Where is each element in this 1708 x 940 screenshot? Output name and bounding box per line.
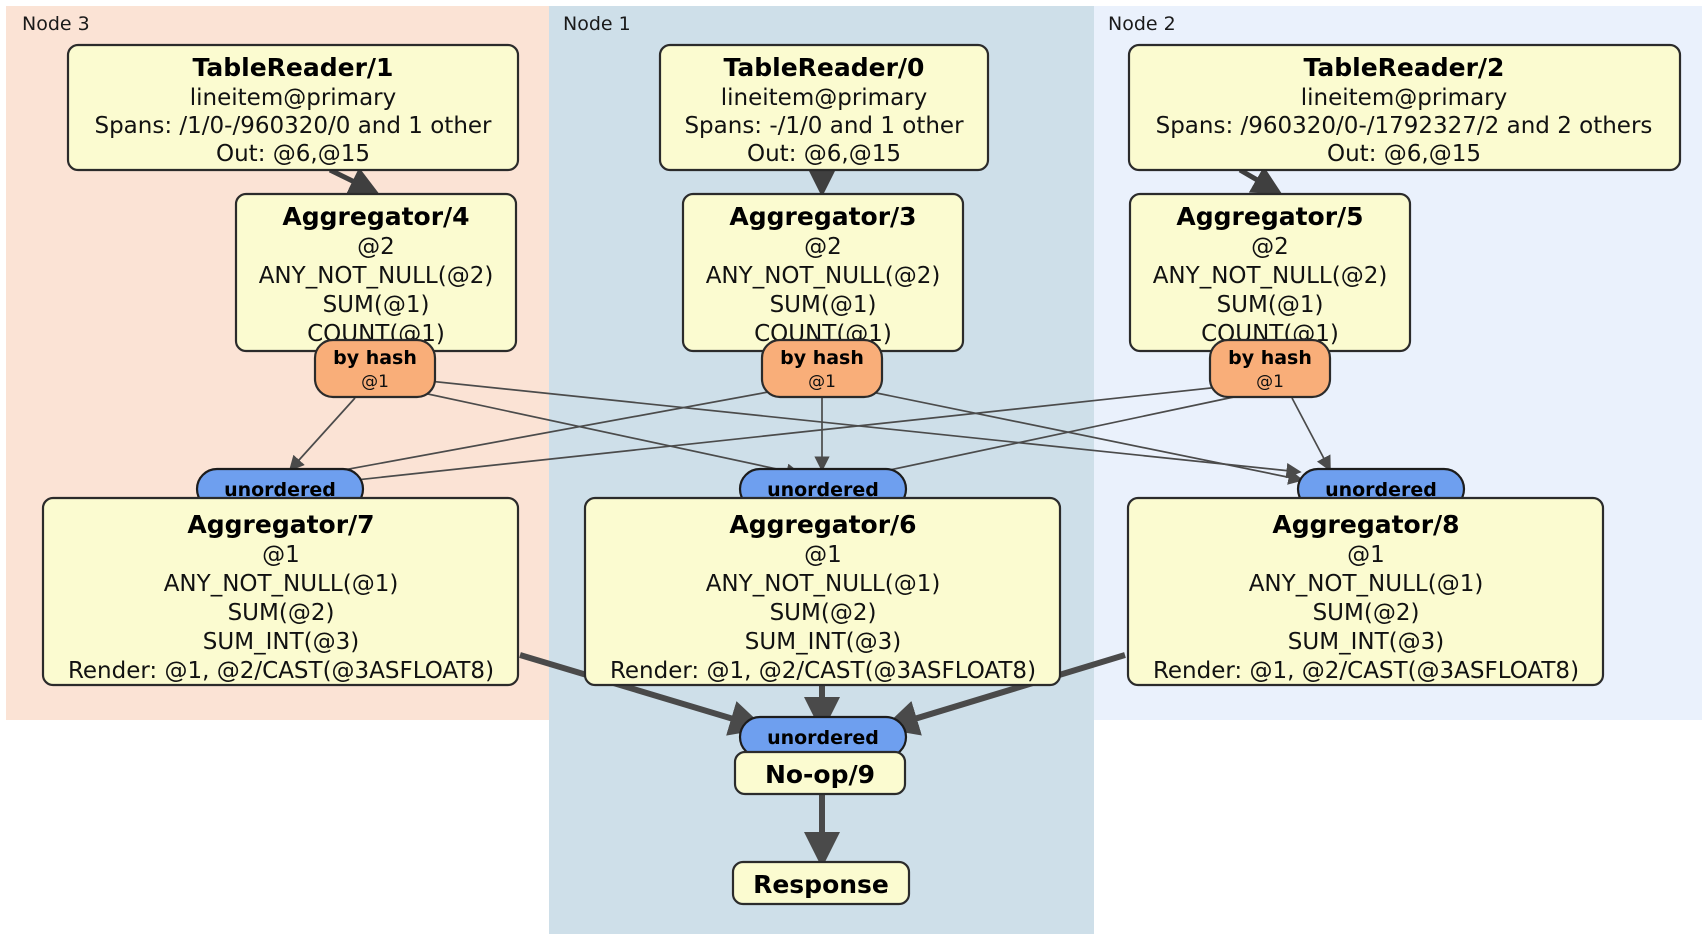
processor-title: No-op/9 bbox=[765, 760, 875, 789]
badge-label: by hash bbox=[1228, 347, 1312, 369]
processor-box bbox=[1127, 43, 1682, 172]
processor-line: SUM_INT(@3) bbox=[1288, 629, 1444, 655]
badge-by-hash-left[interactable]: by hash @1 bbox=[313, 338, 437, 399]
processor-line: ANY_NOT_NULL(@1) bbox=[706, 571, 941, 597]
processor-title: Aggregator/7 bbox=[187, 510, 374, 539]
processor-aggregator-7[interactable]: Aggregator/7 @1 ANY_NOT_NULL(@1) SUM(@2)… bbox=[41, 496, 520, 687]
badge-unordered-final[interactable]: unordered bbox=[738, 715, 908, 759]
processor-line: @2 bbox=[804, 234, 842, 260]
processor-box bbox=[733, 750, 907, 796]
processor-line: SUM(@2) bbox=[228, 600, 335, 626]
badge-label: by hash bbox=[780, 347, 864, 369]
processor-title: Aggregator/4 bbox=[282, 202, 469, 231]
processor-title: Response bbox=[753, 870, 889, 899]
processor-box bbox=[66, 43, 520, 172]
processor-box bbox=[731, 860, 911, 906]
processor-line: ANY_NOT_NULL(@2) bbox=[259, 263, 494, 289]
edge-hash-left-to-unordered-right bbox=[399, 377, 1302, 479]
badge-label: by hash bbox=[333, 347, 417, 369]
processor-line: SUM(@2) bbox=[1313, 600, 1420, 626]
panel-label-node-1: Node 1 bbox=[563, 13, 631, 35]
processor-aggregator-5[interactable]: Aggregator/5 @2 ANY_NOT_NULL(@2) SUM(@1)… bbox=[1128, 192, 1412, 353]
processor-line: ANY_NOT_NULL(@1) bbox=[1249, 571, 1484, 597]
processor-line: @1 bbox=[1347, 542, 1385, 568]
badge-sublabel: @1 bbox=[361, 372, 389, 392]
edge-tablereader1-aggregator4 bbox=[328, 167, 380, 195]
processor-title: TableReader/0 bbox=[724, 53, 925, 82]
processor-aggregator-3[interactable]: Aggregator/3 @2 ANY_NOT_NULL(@2) SUM(@1)… bbox=[681, 192, 965, 353]
processor-line: ANY_NOT_NULL(@2) bbox=[706, 263, 941, 289]
badge-sublabel: @1 bbox=[808, 372, 836, 392]
badge-sublabel: @1 bbox=[1256, 372, 1284, 392]
processor-line: ANY_NOT_NULL(@1) bbox=[164, 571, 399, 597]
edge-hash-left-to-unordered-left bbox=[288, 397, 356, 472]
processor-title: Aggregator/3 bbox=[729, 202, 916, 231]
processor-box bbox=[41, 496, 520, 687]
badge-shape bbox=[313, 338, 437, 399]
processor-line: Spans: /960320/0-/1792327/2 and 2 others bbox=[1156, 113, 1653, 139]
processor-aggregator-4[interactable]: Aggregator/4 @2 ANY_NOT_NULL(@2) SUM(@1)… bbox=[234, 192, 518, 353]
edge-hash-right-to-unordered-mid bbox=[850, 393, 1249, 483]
processor-line: lineitem@primary bbox=[1301, 85, 1507, 111]
processor-line: @1 bbox=[262, 542, 300, 568]
processor-box bbox=[1126, 496, 1605, 687]
edge-hash-right-to-unordered-left bbox=[298, 383, 1249, 493]
processor-tablereader-0[interactable]: TableReader/0 lineitem@primary Spans: -/… bbox=[658, 43, 990, 172]
badge-by-hash-mid[interactable]: by hash @1 bbox=[760, 338, 884, 399]
processor-line: @2 bbox=[357, 234, 395, 260]
processor-line: SUM_INT(@3) bbox=[745, 629, 901, 655]
processor-line: SUM_INT(@3) bbox=[203, 629, 359, 655]
badge-label: unordered bbox=[224, 479, 336, 501]
processor-no-op-9[interactable]: No-op/9 bbox=[733, 750, 907, 796]
processor-title: Aggregator/6 bbox=[729, 510, 916, 539]
processor-tablereader-2[interactable]: TableReader/2 lineitem@primary Spans: /9… bbox=[1127, 43, 1682, 172]
processor-title: TableReader/2 bbox=[1304, 53, 1505, 82]
processor-box bbox=[658, 43, 990, 172]
badge-label: unordered bbox=[767, 479, 879, 501]
badge-shape bbox=[1208, 338, 1332, 399]
edge-aggregator8-to-final bbox=[882, 652, 1126, 736]
processor-line: Out: @6,@15 bbox=[1327, 141, 1481, 167]
processor-line: SUM(@1) bbox=[770, 292, 877, 318]
processor-line: SUM(@1) bbox=[1217, 292, 1324, 318]
processor-line: @2 bbox=[1251, 234, 1289, 260]
processor-aggregator-8[interactable]: Aggregator/8 @1 ANY_NOT_NULL(@1) SUM(@2)… bbox=[1126, 496, 1605, 687]
processor-line: Render: @1, @2/CAST(@3ASFLOAT8) bbox=[610, 658, 1036, 684]
processor-line: SUM(@2) bbox=[770, 600, 877, 626]
edge-aggregator7-to-final bbox=[519, 652, 766, 736]
edge-hash-left-to-unordered-mid bbox=[399, 387, 802, 479]
processor-tablereader-1[interactable]: TableReader/1 lineitem@primary Spans: /1… bbox=[66, 43, 520, 172]
badge-by-hash-right[interactable]: by hash @1 bbox=[1208, 338, 1332, 399]
processor-line: lineitem@primary bbox=[190, 85, 396, 111]
processor-line: SUM(@1) bbox=[323, 292, 430, 318]
badge-label: unordered bbox=[1325, 479, 1437, 501]
processor-aggregator-6[interactable]: Aggregator/6 @1 ANY_NOT_NULL(@1) SUM(@2)… bbox=[583, 496, 1062, 687]
edge-tablereader2-aggregator5 bbox=[1238, 166, 1283, 195]
processor-line: Out: @6,@15 bbox=[747, 141, 901, 167]
edge-hash-right-to-unordered-right bbox=[1291, 397, 1331, 472]
processor-response[interactable]: Response bbox=[731, 860, 911, 906]
panel-label-node-2: Node 2 bbox=[1108, 13, 1176, 35]
edge-hash-mid-to-unordered-left bbox=[298, 387, 791, 484]
processor-line: Render: @1, @2/CAST(@3ASFLOAT8) bbox=[1153, 658, 1579, 684]
processor-line: ANY_NOT_NULL(@2) bbox=[1153, 263, 1388, 289]
processor-title: TableReader/1 bbox=[193, 53, 394, 82]
panel-label-node-3: Node 3 bbox=[22, 13, 90, 35]
processor-title: Aggregator/5 bbox=[1176, 202, 1363, 231]
badge-shape bbox=[760, 338, 884, 399]
edge-hash-mid-to-unordered-right bbox=[851, 387, 1304, 485]
processor-line: lineitem@primary bbox=[721, 85, 927, 111]
processor-line: Spans: /1/0-/960320/0 and 1 other bbox=[94, 113, 492, 139]
processor-line: Spans: -/1/0 and 1 other bbox=[684, 113, 964, 139]
processor-line: @1 bbox=[804, 542, 842, 568]
processor-line: Render: @1, @2/CAST(@3ASFLOAT8) bbox=[68, 658, 494, 684]
processor-title: Aggregator/8 bbox=[1272, 510, 1459, 539]
badge-label: unordered bbox=[767, 727, 879, 749]
processor-line: Out: @6,@15 bbox=[216, 141, 370, 167]
processor-box bbox=[583, 496, 1062, 687]
